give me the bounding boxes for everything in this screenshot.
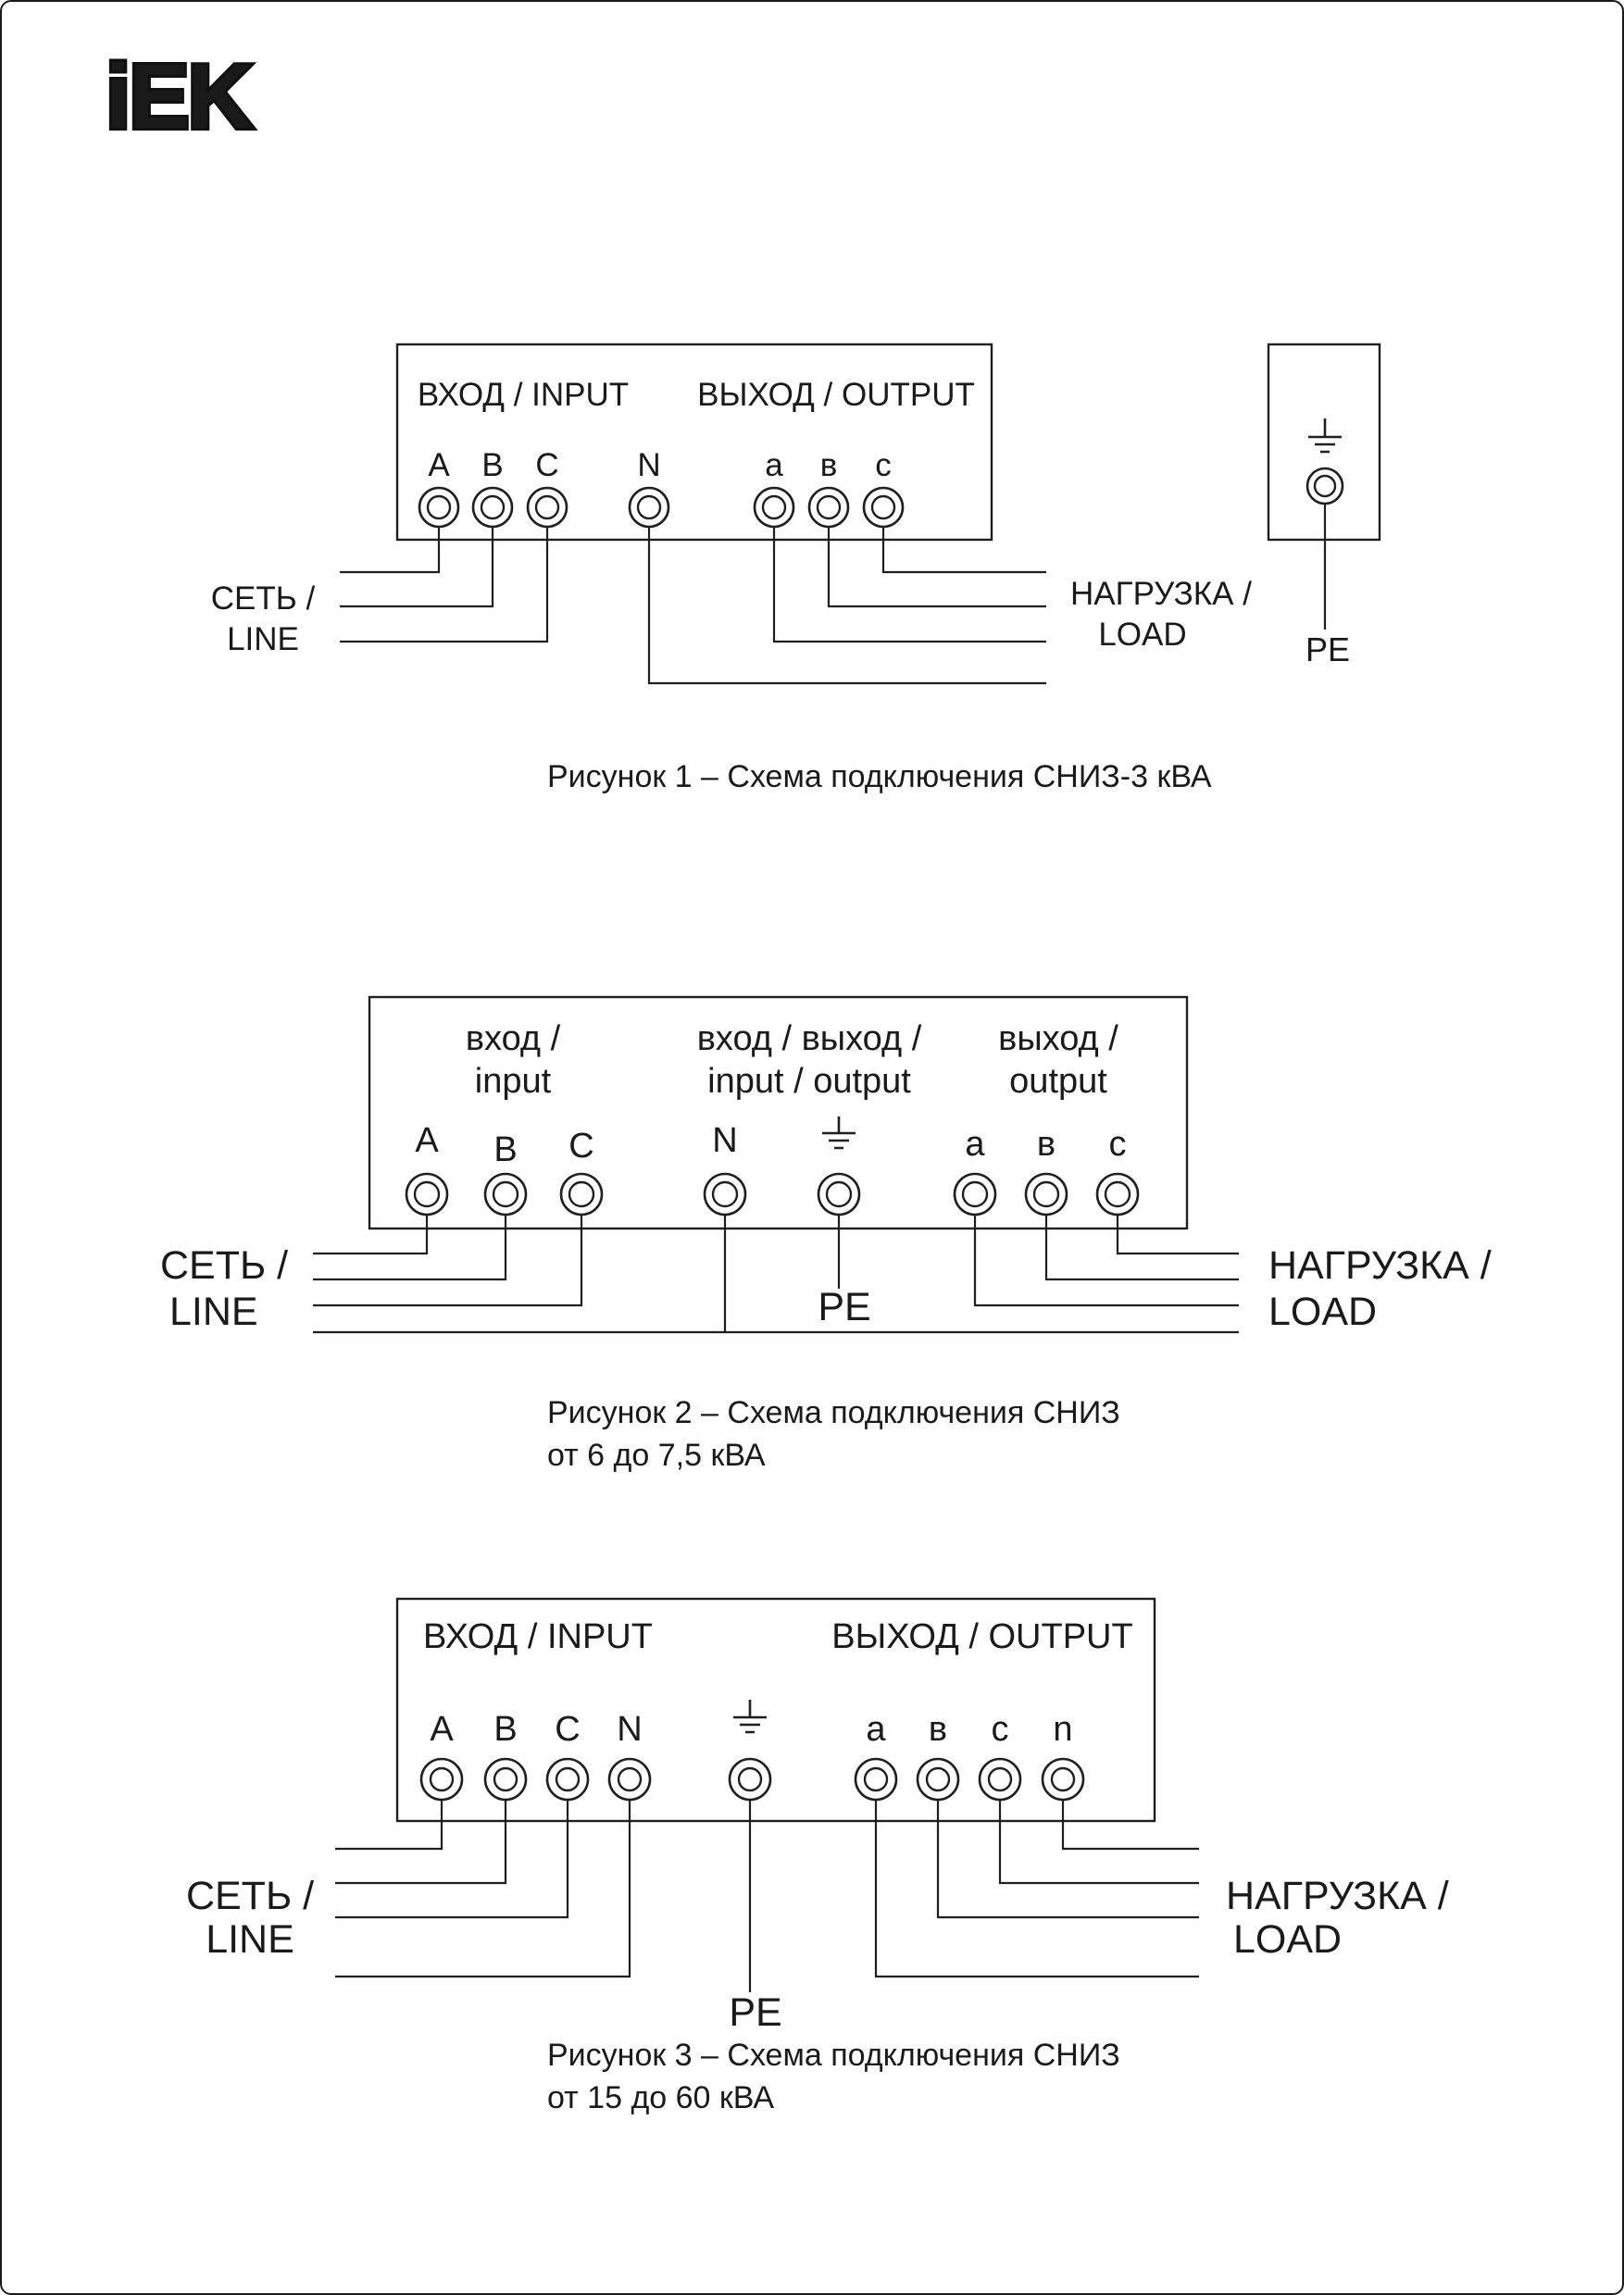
fig2-caption-line-1: Рисунок 2 – Схема подключения СНИЗ [547, 1395, 1120, 1430]
fig1-diagram: ВХОД / INPUT ВЫХОД / OUTPUT A B C N а в … [211, 343, 1381, 685]
fig3-line-label-1: СЕТЬ / [186, 1874, 314, 1918]
fig2-terminal-label-a: а [965, 1125, 985, 1164]
fig1-pe-terminal [1305, 467, 1344, 505]
fig2-load-label-2: LOAD [1268, 1290, 1377, 1334]
fig3-input-header: ВХОД / INPUT [423, 1617, 653, 1656]
fig2-terminal-label-N: N [712, 1121, 737, 1160]
iek-logo-text: iEK [106, 45, 253, 147]
fig3-terminal-label-A: A [430, 1710, 454, 1749]
fig3-output-header: ВЫХОД / OUTPUT [831, 1617, 1132, 1656]
fig2-io-header-1: вход / выход / [697, 1019, 922, 1058]
fig3-terminals [419, 1757, 1085, 1802]
fig2-load-label-1: НАГРУЗКА / [1268, 1243, 1492, 1288]
ground-icon [1308, 418, 1342, 454]
iek-logo: iEK [106, 43, 257, 150]
fig2-diagram: вход / input вход / выход / input / outp… [160, 995, 1492, 1334]
fig2-caption: Рисунок 2 – Схема подключения СНИЗ от 6 … [547, 1392, 1120, 1478]
fig2-line-label-1: СЕТЬ / [160, 1243, 288, 1288]
fig1-load-label-2: LOAD [1098, 617, 1186, 653]
fig1-load-label-1: НАГРУЗКА / [1070, 576, 1252, 612]
fig1-terminals [418, 486, 905, 529]
fig3-terminal-label-B: B [493, 1710, 517, 1749]
fig2-input-header-2: input [475, 1062, 552, 1101]
fig3-diagram: ВХОД / INPUT ВЫХОД / OUTPUT A B C N а в … [186, 1597, 1449, 2035]
fig2-terminal-label-c: с [1109, 1125, 1127, 1164]
fig3-caption-line-1: Рисунок 3 – Схема подключения СНИЗ [547, 2038, 1120, 2073]
fig2-terminal-label-A: A [415, 1121, 439, 1160]
fig3-load-label-2: LOAD [1233, 1917, 1342, 1962]
ground-icon [822, 1116, 856, 1150]
fig2-input-header-1: вход / [466, 1019, 561, 1058]
fig3-load-label-1: НАГРУЗКА / [1226, 1874, 1449, 1918]
fig1-line-label-2: LINE [227, 621, 299, 657]
fig3-terminal-label-c: с [992, 1710, 1009, 1749]
fig2-output-header-1: выход / [998, 1019, 1118, 1058]
fig2-terminal-label-C: C [568, 1127, 593, 1166]
fig3-line-label-2: LINE [206, 1917, 294, 1962]
fig2-line-label-2: LINE [169, 1290, 258, 1334]
fig1-input-header: ВХОД / INPUT [418, 377, 629, 413]
fig3-caption: Рисунок 3 – Схема подключения СНИЗ от 15… [547, 2035, 1120, 2120]
fig2-terminal-label-B: B [493, 1130, 517, 1169]
fig1-caption-line: Рисунок 1 – Схема подключения СНИЗ-3 кВА [547, 759, 1212, 794]
fig3-terminal-label-C: C [555, 1710, 580, 1749]
fig3-terminal-label-a: а [866, 1710, 886, 1749]
fig2-terminals [405, 1172, 1140, 1216]
fig2-box [368, 995, 1189, 1230]
fig1-terminal-label-N: N [637, 447, 660, 483]
fig3-terminal-label-n: n [1053, 1710, 1072, 1749]
fig2-io-header-2: input / output [707, 1062, 911, 1101]
fig3-caption-line-2: от 15 до 60 кВА [547, 2079, 775, 2115]
fig1-terminal-label-B: B [481, 447, 503, 483]
fig2-wires [313, 1215, 1239, 1334]
fig2-pe-label: PE [818, 1285, 870, 1329]
fig3-wires [335, 1800, 1199, 1992]
fig2-output-header-2: output [1009, 1062, 1107, 1101]
fig3-pe-label: PE [729, 1990, 781, 2035]
fig3-terminal-label-N: N [617, 1710, 642, 1749]
fig1-output-header: ВЫХОД / OUTPUT [697, 377, 975, 413]
ground-icon [733, 1700, 767, 1734]
fig1-terminal-label-C: C [535, 447, 558, 483]
fig1-terminal-label-v: в [820, 447, 838, 483]
fig1-terminal-label-A: A [428, 447, 450, 483]
fig1-pe-label: PE [1305, 630, 1350, 668]
fig1-terminal-label-a: а [765, 447, 783, 483]
fig1-line-label-1: СЕТЬ / [211, 580, 316, 617]
fig1-wires [340, 527, 1046, 685]
fig1-caption: Рисунок 1 – Схема подключения СНИЗ-3 кВА [547, 756, 1212, 799]
fig1-terminal-label-c: с [875, 447, 892, 483]
fig3-box [395, 1597, 1156, 1823]
fig1-box [395, 343, 993, 542]
fig2-caption-line-2: от 6 до 7,5 кВА [547, 1437, 766, 1473]
fig3-terminal-label-v: в [929, 1710, 947, 1749]
fig2-terminal-label-v: в [1037, 1125, 1056, 1164]
